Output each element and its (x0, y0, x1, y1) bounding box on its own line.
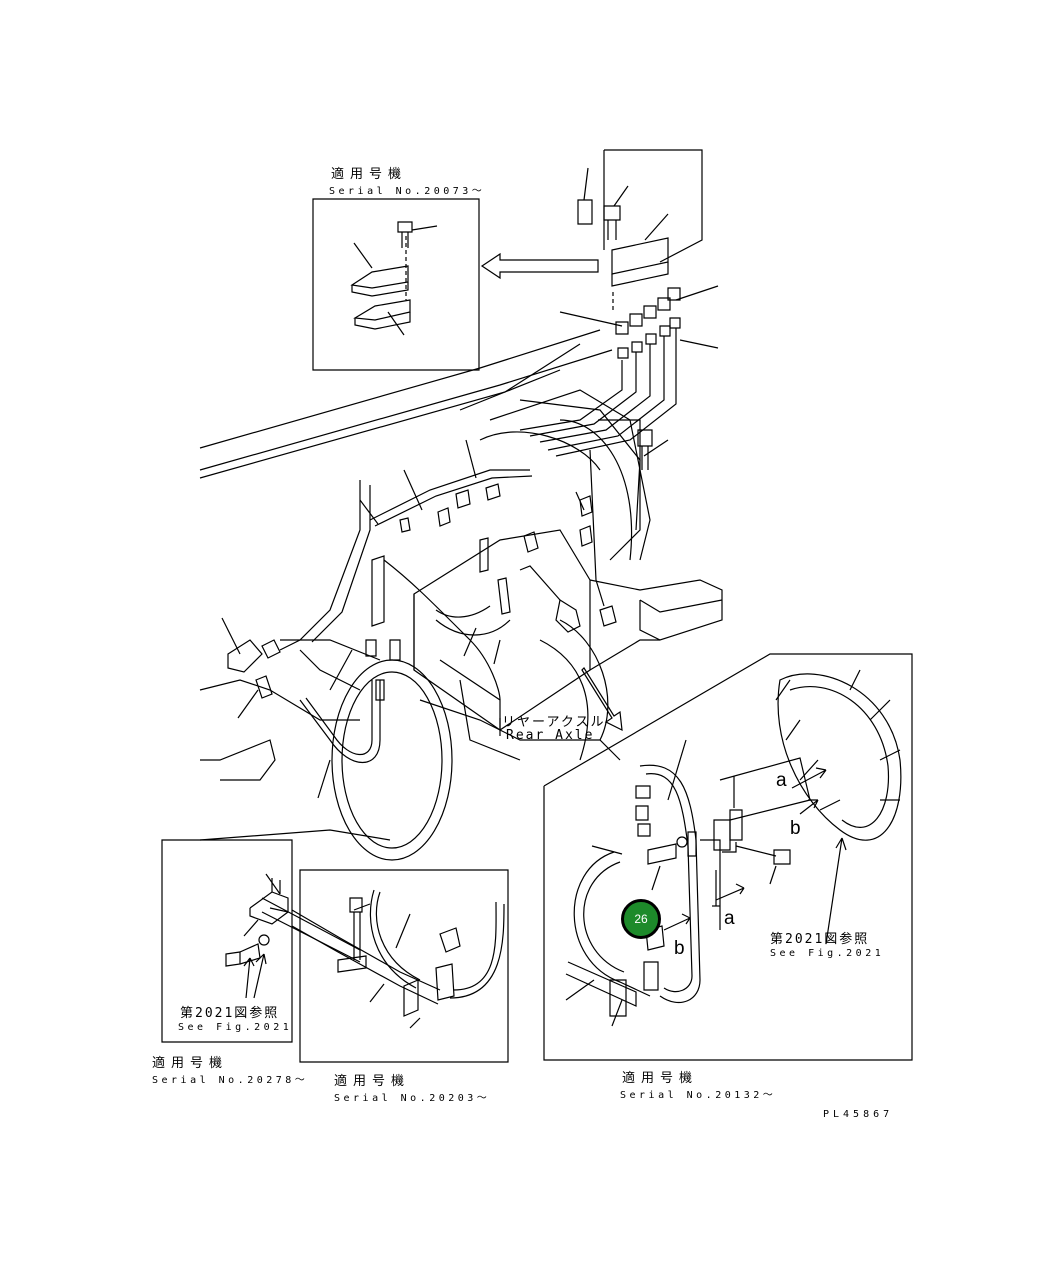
middle-inset-applicable-label: 適用号機 (334, 1074, 411, 1089)
marker-b-label: b (790, 818, 801, 839)
chassis-frame (200, 330, 650, 560)
top-inset-serial-label: Serial No.20073～ (329, 186, 486, 197)
valve-bracket-area (520, 150, 718, 470)
left-inset-serial-label: Serial No.20278～ (152, 1075, 309, 1086)
transmission-body (200, 440, 722, 860)
middle-inset-serial-label: Serial No.20203～ (334, 1093, 491, 1104)
marker-a-lower-label: a (724, 908, 735, 929)
marker-b-lower-label: b (674, 938, 685, 959)
left-inset-ref-en-label: See Fig.2021 (178, 1022, 293, 1033)
top-inset-applicable-label: 適用号機 (331, 167, 408, 182)
part-number-callout[interactable]: 26 (621, 899, 661, 939)
right-inset-ref-jp-label: 第2021図参照 (770, 932, 870, 947)
rear-axle-en-label: Rear Axle (506, 728, 595, 743)
right-inset-ref-en-label: See Fig.2021 (770, 948, 885, 959)
right-inset-applicable-label: 適用号機 (622, 1071, 699, 1086)
left-inset-applicable-label: 適用号機 (152, 1056, 229, 1071)
marker-a-label: a (776, 770, 787, 791)
drawing-number-label: PL45867 (823, 1109, 894, 1120)
rear-axle-jp-label: リヤーアクスル (502, 715, 606, 730)
fitting-group (616, 288, 680, 358)
inset-box-middle (292, 870, 508, 1062)
reference-arrow-left (482, 254, 598, 278)
right-inset-serial-label: Serial No.20132～ (620, 1090, 777, 1101)
inset-box-top (313, 199, 479, 370)
reference-arrow-down (582, 668, 622, 730)
inset-box-left (162, 840, 360, 1042)
left-inset-ref-jp-label: 第2021図参照 (180, 1006, 280, 1021)
inset-box-right (544, 654, 912, 1060)
